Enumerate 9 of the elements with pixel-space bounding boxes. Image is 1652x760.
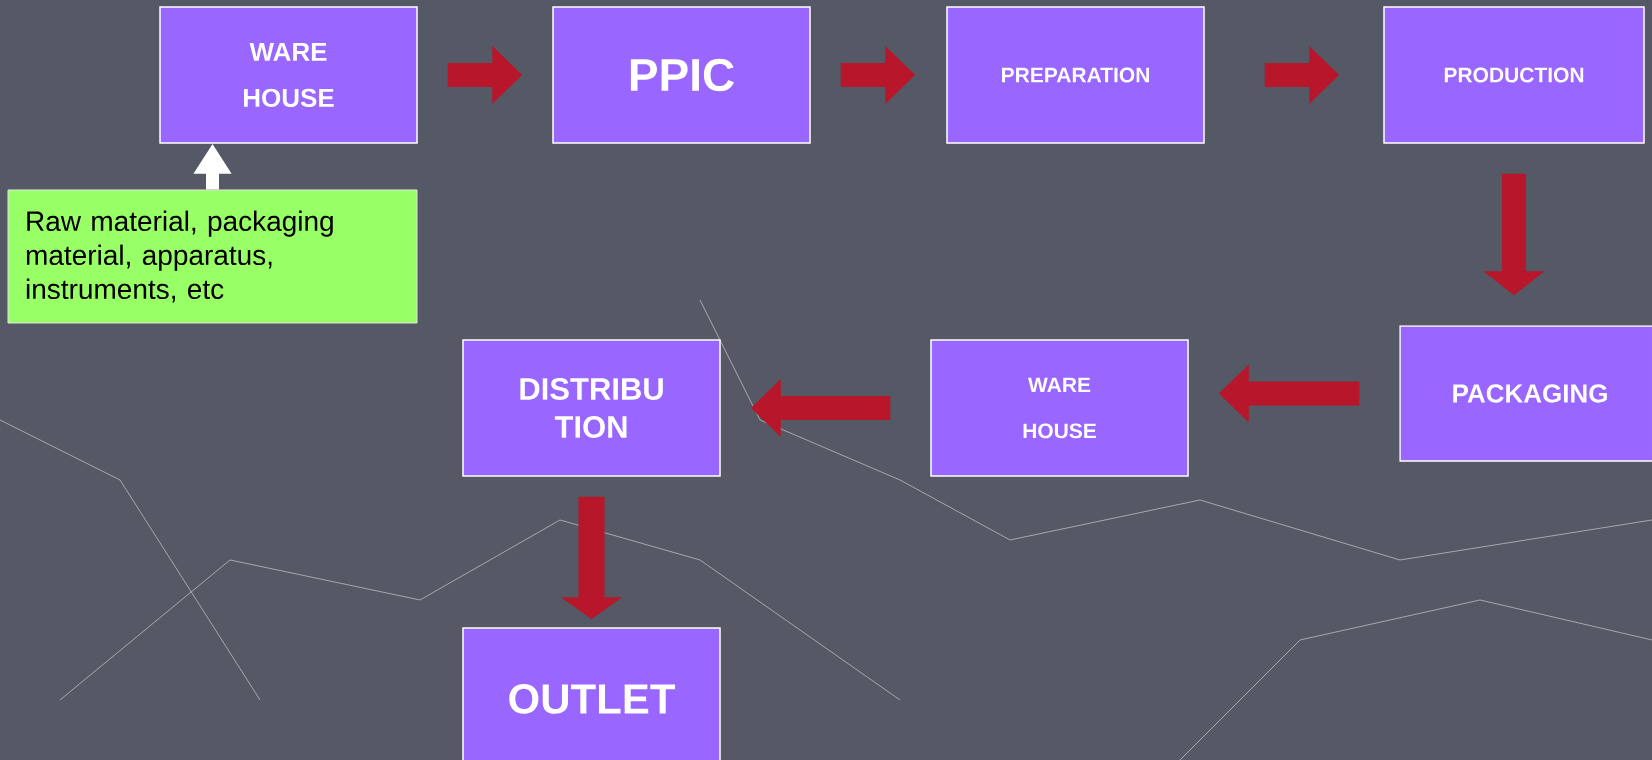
note-box: Raw material, packaging material, apparatus, instruments, etc bbox=[7, 189, 418, 324]
process-box: PRODUCTION bbox=[1383, 6, 1645, 144]
process-box: PPIC bbox=[552, 6, 811, 144]
process-box: PREPARATION bbox=[946, 6, 1205, 144]
process-box: OUTLET bbox=[462, 627, 721, 760]
process-box: WARE HOUSE bbox=[159, 6, 418, 144]
process-box: WARE HOUSE bbox=[930, 339, 1189, 477]
process-box: PACKAGING bbox=[1399, 325, 1652, 462]
process-box: DISTRIBU TION bbox=[462, 339, 721, 477]
